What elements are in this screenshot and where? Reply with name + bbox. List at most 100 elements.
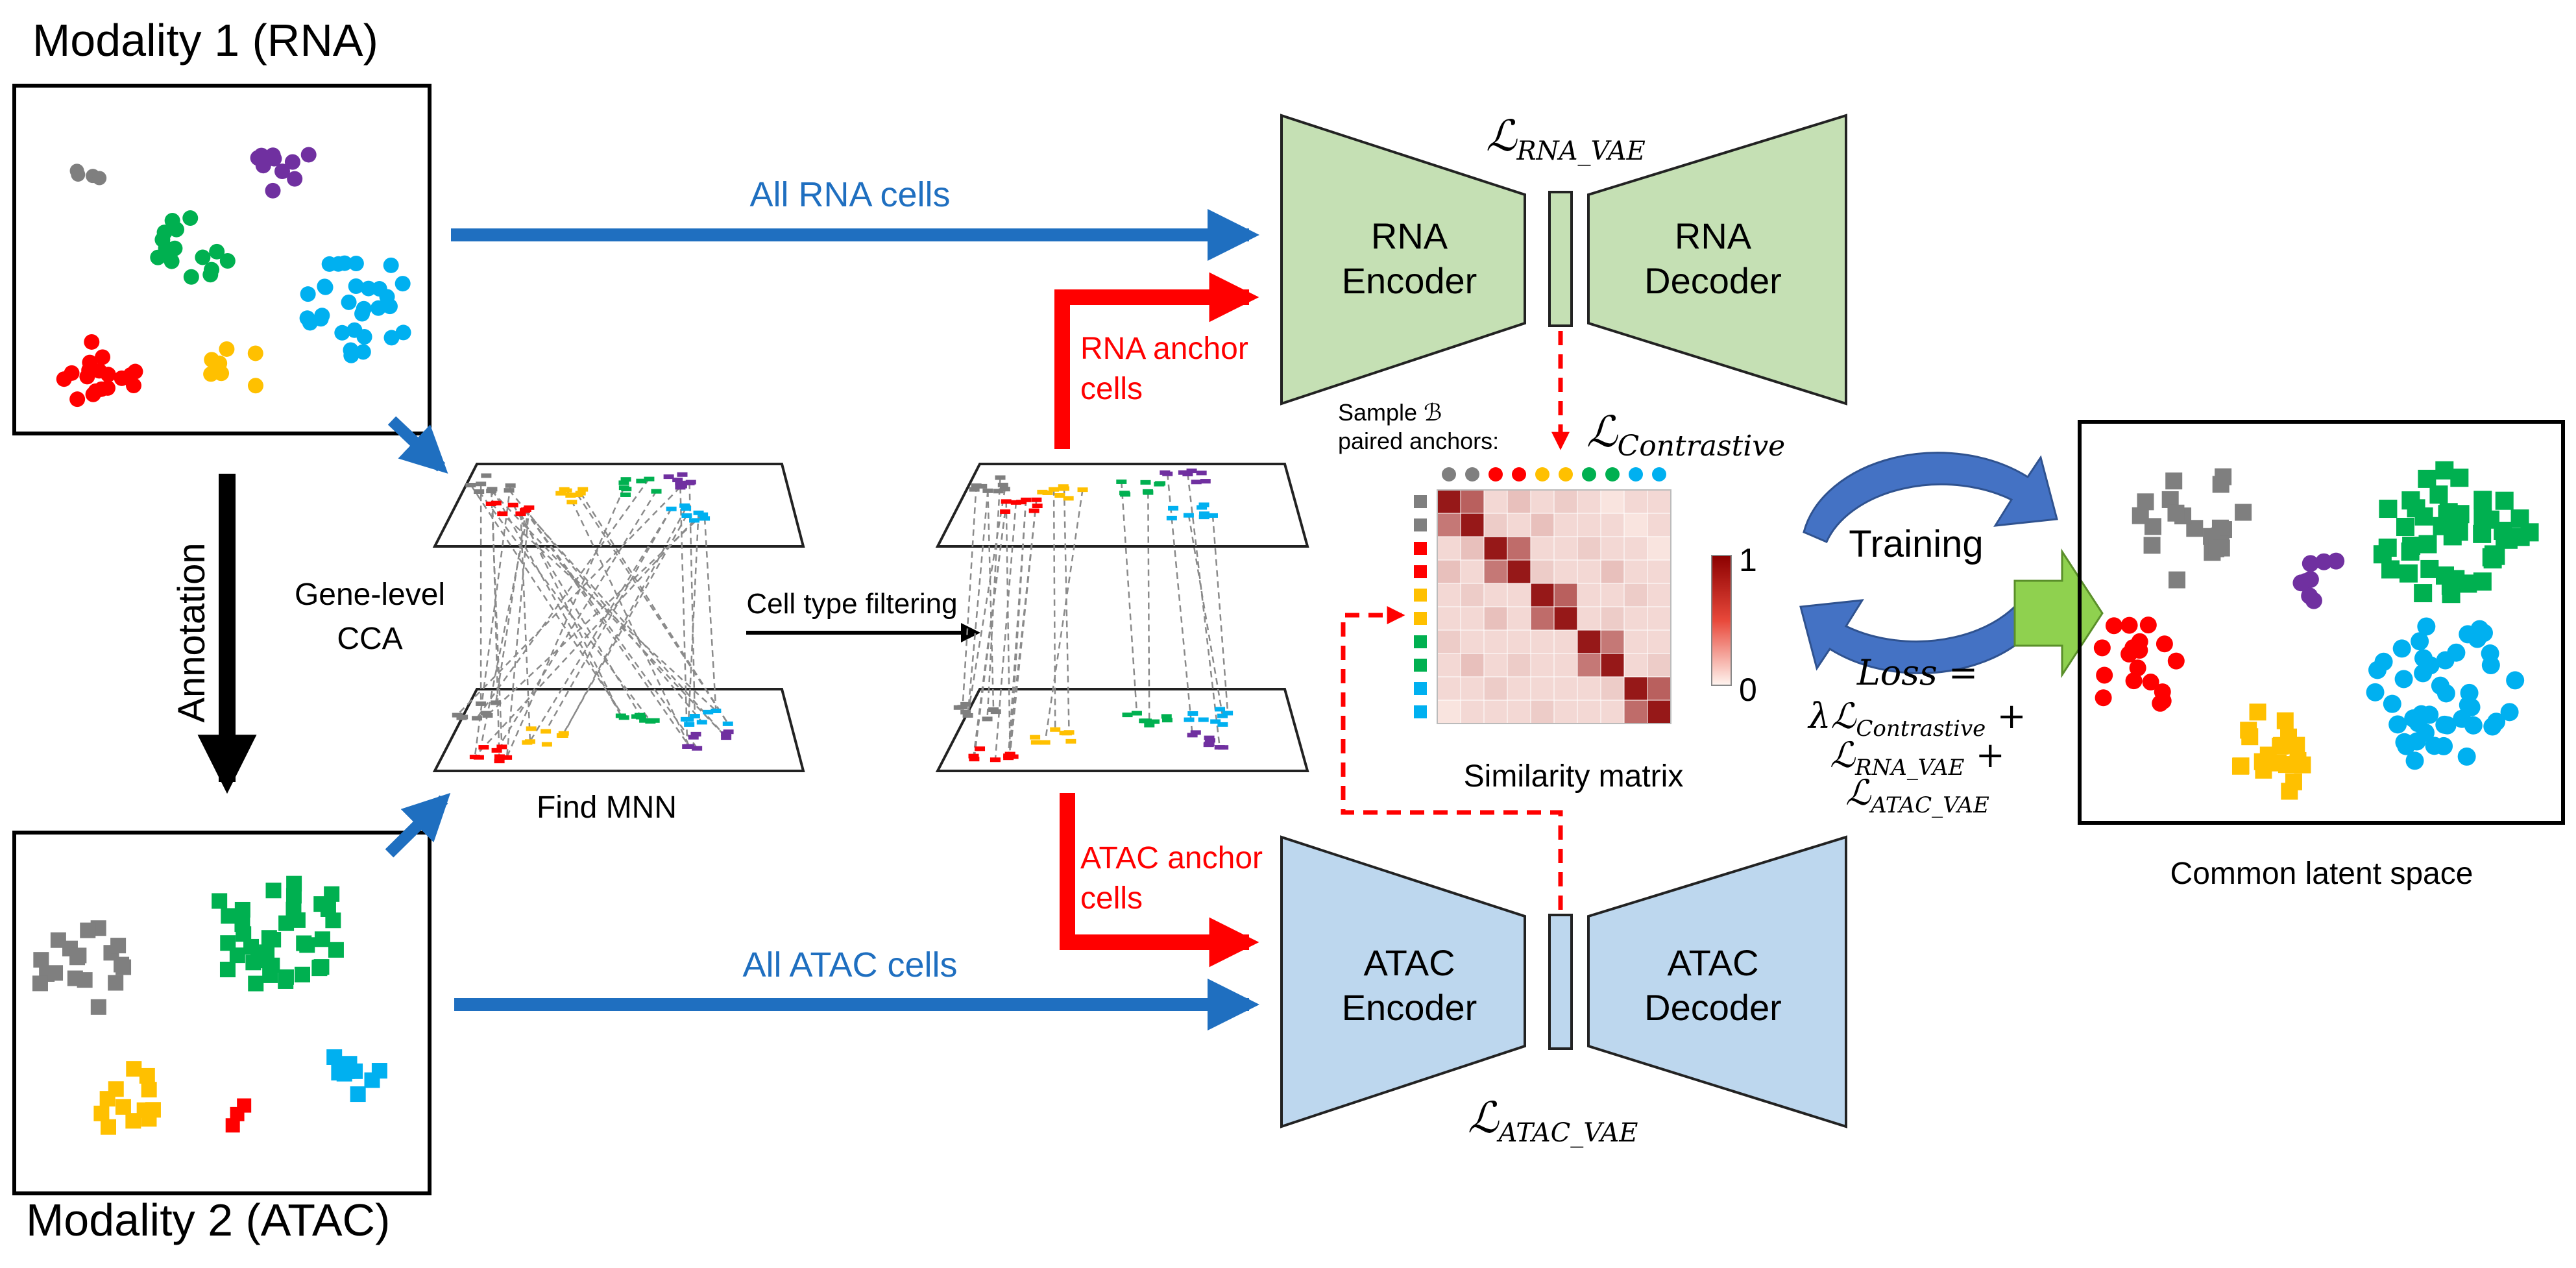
mnn-cell: [452, 713, 463, 718]
heatmap-cell: [1600, 653, 1625, 677]
heatmap-cell: [1460, 653, 1485, 677]
mnn-link: [987, 490, 995, 710]
mnn-cell: [555, 491, 566, 496]
heatmap-cell: [1437, 653, 1461, 677]
heatmap-cell: [1530, 536, 1555, 561]
heatmap-cell: [1577, 513, 1601, 537]
heatmap-cell: [1600, 489, 1625, 514]
mnn-cell: [1162, 471, 1173, 476]
rna-cell: [247, 345, 263, 361]
mnn-cell: [644, 476, 655, 482]
rna-cell: [195, 249, 211, 265]
heatmap-cell: [1623, 629, 1648, 654]
latent-cell: [2420, 559, 2439, 578]
heatmap-cell: [1577, 583, 1601, 607]
rna-cell: [247, 378, 263, 394]
heatmap-cell: [1483, 606, 1508, 631]
mnn-cell: [688, 735, 699, 740]
latent-cell: [2481, 656, 2500, 675]
atac-cell: [261, 930, 277, 946]
mnn-cell: [476, 701, 487, 706]
anchor-marker-top: [1629, 467, 1643, 482]
heatmap-cell: [1577, 700, 1601, 724]
modality2-title: Modality 2 (ATAC): [26, 1195, 390, 1245]
mnn-link: [1147, 492, 1150, 725]
mnn-link: [1007, 499, 1027, 756]
rna-cell: [203, 366, 219, 382]
rna-encoder-label-line2: Encoder: [1342, 260, 1477, 301]
heatmap-cell: [1577, 653, 1601, 677]
mnn-cell: [620, 492, 631, 497]
heatmap-cell: [1437, 700, 1461, 724]
heatmap-cell: [1647, 513, 1671, 537]
latent-cell: [2474, 624, 2493, 642]
similarity-matrix: [1414, 467, 1671, 724]
mnn-cell: [1184, 717, 1195, 722]
latent-cell: [2457, 747, 2476, 766]
modality1-title: Modality 1 (RNA): [32, 15, 378, 66]
rna-cell: [284, 154, 300, 170]
mnn-cell: [1031, 497, 1042, 502]
mnn-cell: [693, 510, 704, 515]
latent-cell: [2388, 715, 2407, 734]
heatmap-cell: [1507, 513, 1531, 537]
mnn-cell: [666, 506, 677, 511]
latent-cell: [2231, 757, 2249, 775]
latent-cell: [2418, 535, 2437, 554]
rna-vae-loss: ℒRNA_VAE: [1486, 111, 1646, 166]
anchor-marker-top: [1652, 467, 1666, 482]
atac-cell: [221, 908, 237, 924]
latent-cell: [2259, 746, 2277, 764]
rna-decoder-label-line2: Decoder: [1644, 260, 1782, 301]
anchor-marker-left: [1414, 612, 1427, 625]
heatmap-cell: [1437, 489, 1461, 514]
latent-cell: [2096, 666, 2113, 684]
atac-cell: [294, 966, 310, 982]
mnn-cell: [465, 483, 476, 488]
mnn-link: [986, 477, 1001, 719]
loss-formula-line3: ℒRNA_VAE +: [1830, 735, 2005, 781]
atac-cell: [71, 947, 87, 964]
latent-cell: [2302, 555, 2319, 572]
mnn-cell: [651, 489, 662, 494]
atac-cell: [77, 972, 93, 988]
atac-cell: [230, 1106, 245, 1121]
loss-formula-line2: λℒContrastive +: [1807, 696, 2026, 742]
atac-cell: [125, 1113, 141, 1129]
heatmap-cell: [1600, 583, 1625, 607]
mnn-cell: [541, 742, 552, 747]
latent-cell: [2156, 635, 2173, 653]
rna-cell: [356, 300, 372, 317]
rna-cell: [92, 171, 107, 186]
latent-cell: [2383, 694, 2401, 713]
rna-cell: [382, 299, 398, 315]
rna-cell-clusters: [56, 147, 411, 408]
atac-cell: [108, 975, 124, 991]
heatmap-cell: [1530, 629, 1555, 654]
heatmap-cell: [1553, 653, 1578, 677]
latent-cell: [2436, 566, 2455, 585]
heatmap-cell: [1553, 536, 1578, 561]
atac-cell: [115, 1099, 131, 1115]
atac-cell: [326, 1049, 343, 1065]
atac-cell: [126, 1061, 142, 1077]
mnn-cell: [507, 502, 518, 507]
rna-cell: [274, 164, 291, 180]
anchor-marker-left: [1414, 635, 1427, 648]
atac-cell: [141, 1082, 157, 1098]
mnn-cell: [692, 746, 703, 751]
mnn-link: [967, 490, 989, 716]
rna-cell: [99, 380, 115, 396]
atac-vae: [1280, 835, 1847, 1128]
mnn-cell: [684, 744, 695, 749]
mnn-cell: [1217, 713, 1228, 718]
mnn-cell: [999, 487, 1010, 492]
heatmap-cell: [1460, 536, 1485, 561]
mnn-cell: [618, 480, 629, 485]
heatmap-cell: [1507, 583, 1531, 607]
latent-cell: [2500, 703, 2519, 722]
mnn-cell: [1191, 480, 1202, 485]
rna-cell: [84, 334, 100, 350]
rna-cell: [56, 371, 72, 387]
